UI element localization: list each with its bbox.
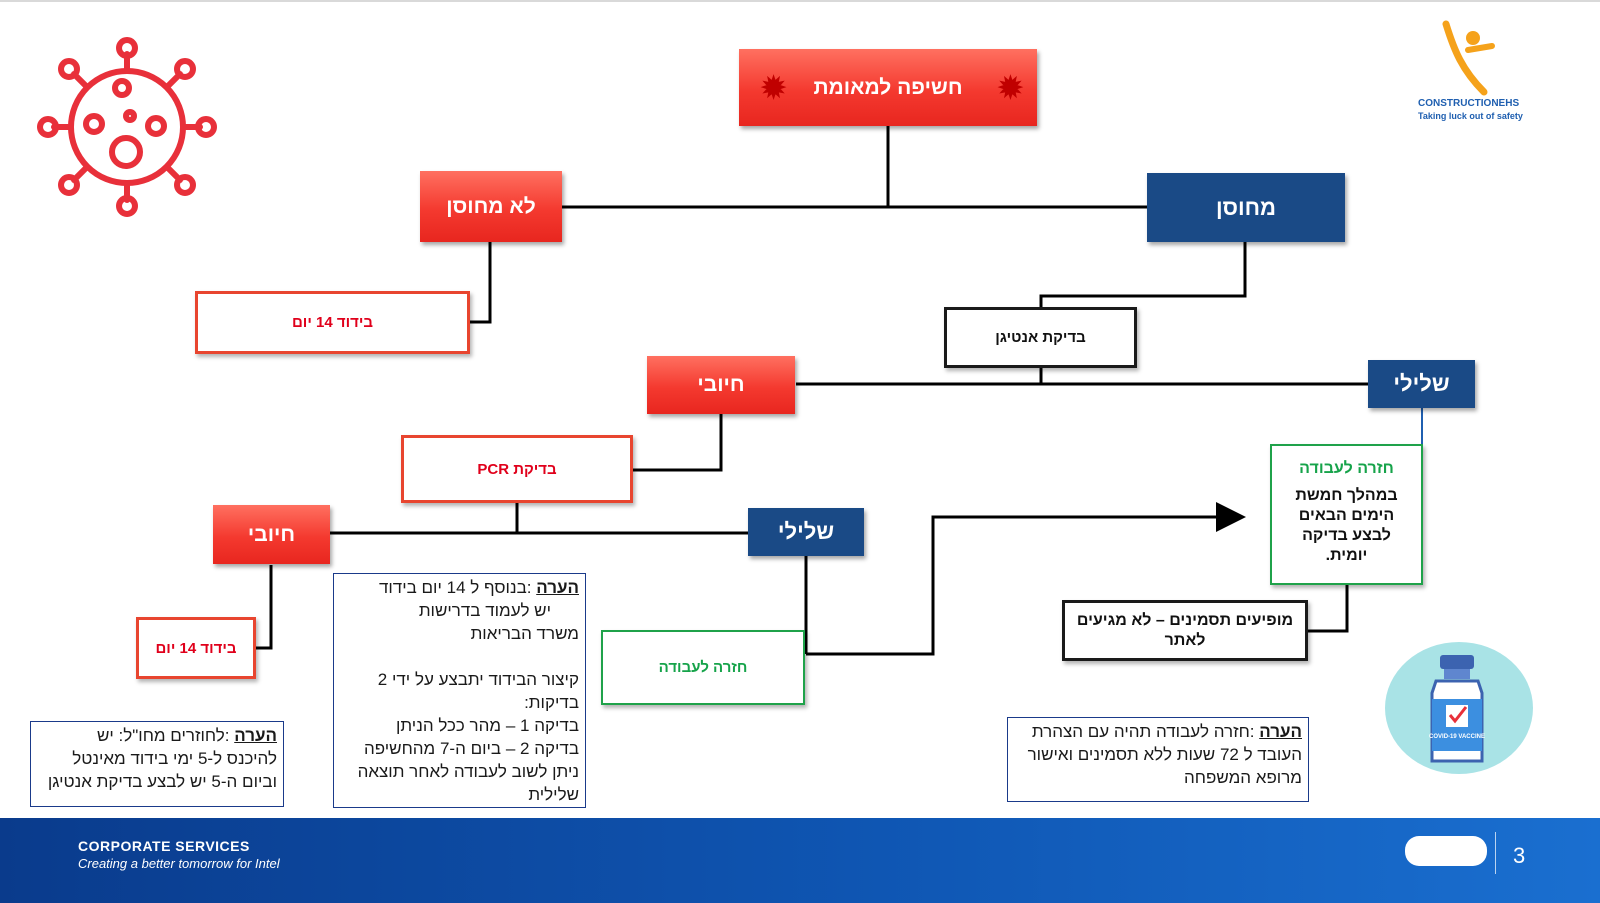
symptoms-box: מופיעים תסמינים – לא מגיעים לאתר [1062,600,1308,661]
logo-figure-icon [1442,20,1495,96]
negative-label-1: שלילי [1393,371,1450,396]
note-label: הערה [1259,722,1302,741]
return-to-work-box-b: חזרה לעבודה במהלך חמשת הימים הבאים לבצע … [1270,444,1423,585]
note-right-line1: :חזרה לעבודה תהיה עם הצהרת [1031,722,1255,741]
note-label: הערה [234,726,277,745]
positive-label-2: חיובי [247,522,296,546]
note-left-line2: להיכנס ל-5 ימי בידוד מאינטל [72,749,277,768]
daily-test-text: במהלך חמשת הימים הבאים לבצע בדיקה יומית. [1295,487,1398,564]
footer-tagline: Creating a better tomorrow for Intel [78,856,280,871]
note-right: הערה :חזרה לעבודה תהיה עם הצהרת העובד ל … [1007,717,1309,802]
note-middle-line1: :בנוסף ל 14 יום בידוד [378,578,532,597]
symptoms-label: מופיעים תסמינים – לא מגיעים לאתר [1076,611,1294,649]
isolation-box-b: בידוד 14 יום [136,617,256,679]
logo-name: CONSTRUCTIONEHS [1418,98,1520,109]
pcr-test-label: בדיקת PCR [477,460,557,478]
note-right-line3: מרופא המשפחה [1184,768,1302,787]
note-middle: הערה :בנוסף ל 14 יום בידוד יש לעמוד בדרי… [333,573,586,808]
footer-org: CORPORATE SERVICES [78,838,250,854]
note-middle-line5: בדיקות: [524,693,579,712]
note-middle-line6: בדיקה 1 – מהר ככל הניתן [395,716,579,735]
exposure-title-box: ✹ חשיפה למאומת ✹ [739,49,1037,126]
note-left: הערה :לחוזרים מחו"ל: יש להיכנס ל-5 ימי ב… [30,721,284,807]
not-vaccinated-box: לא מחוסן [420,171,562,242]
note-right-line2: העובד ל 72 שעות ללא תסמינים ואישור [1027,745,1302,764]
flow-connectors [256,126,1423,656]
virus-icon: ✹ [761,72,787,105]
not-vaccinated-label: לא מחוסן [446,194,536,218]
top-divider [0,0,1600,2]
note-middle-line8: ניתן לשוב לעבודה לאחר תוצאה [357,762,579,781]
redacted-logo [1405,836,1487,866]
note-middle-line4: קיצור הבידוד יתבצע על ידי 2 [377,670,579,689]
negative-box-2: שלילי [748,508,864,556]
page-number: 3 [1513,843,1526,868]
note-label: הערה [536,578,579,597]
vaccine-label: COVID-19 VACCINE [1429,734,1485,740]
pcr-test-box: בדיקת PCR [401,435,633,503]
antigen-test-label: בדיקת אנטיגן [995,329,1086,346]
vaccine-bottle-icon: COVID-19 VACCINE [1385,642,1533,774]
vaccinated-box: מחוסן [1147,173,1345,242]
note-middle-line2: יש לעמוד בדרישות [418,601,551,620]
isolation-label-b: בידוד 14 יום [155,639,237,657]
virus-icon [37,37,217,217]
negative-box-1: שלילי [1368,360,1475,408]
virus-icon: ✹ [997,72,1023,105]
footer-bar: CORPORATE SERVICES Creating a better tom… [0,818,1600,903]
footer-separator [1495,832,1496,874]
note-middle-line7: בדיקה 2 – ביום ה-7 מהחשיפה [363,739,579,758]
vaccinated-label: מחוסן [1215,194,1277,220]
positive-label-1: חיובי [697,373,745,396]
negative-label-2: שלילי [777,519,835,544]
exposure-title: חשיפה למאומת [813,75,963,99]
return-to-work-heading-b: חזרה לעבודה [1299,460,1394,477]
isolation-label-a: בידוד 14 יום [292,314,374,331]
positive-box-1: חיובי [647,356,795,414]
note-middle-line9: שלילית [528,785,579,804]
note-left-line1: :לחוזרים מחו"ל: יש [96,726,230,745]
isolation-box-a: בידוד 14 יום [195,291,470,354]
antigen-test-box: בדיקת אנטיגן [944,307,1137,368]
return-to-work-box-a: חזרה לעבודה [601,630,805,705]
positive-box-2: חיובי [213,505,330,564]
logo-tagline: Taking luck out of safety [1418,111,1523,121]
note-left-line3: וביום ה-5 יש לבצע בדיקת אנטיגן [47,772,277,791]
note-middle-line3: משרד הבריאות [470,624,579,643]
return-to-work-label-a: חזרה לעבודה [658,659,748,676]
